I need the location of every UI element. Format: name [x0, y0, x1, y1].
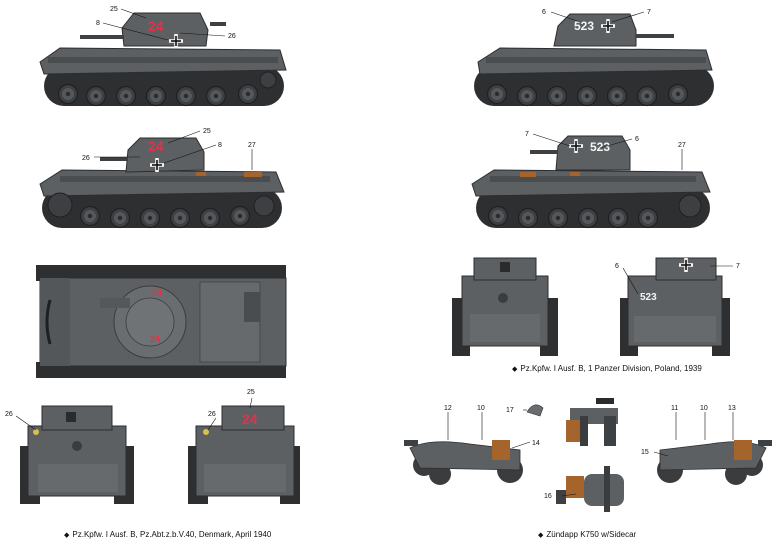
callout-6: 6	[542, 9, 546, 16]
top-number-red-a: 24	[152, 288, 162, 298]
callout-6b: 6	[635, 136, 639, 143]
caption-poland-text: Pz.Kpfw. I Ausf. B, 1 Panzer Division, P…	[520, 364, 702, 373]
caption-zundapp-text: Zündapp K750 w/Sidecar	[546, 530, 637, 539]
turret-number-white: 523	[574, 19, 594, 33]
caption-denmark-text: Pz.Kpfw. I Ausf. B, Pz.Abt.z.b.V.40, Den…	[72, 530, 272, 539]
turret-number-white-2: 523	[590, 140, 610, 154]
callout-27b: 27	[678, 142, 686, 149]
callout-13: 13	[728, 405, 736, 412]
callouts-top-right: 6 7	[542, 9, 651, 23]
tank-side-view-left-second: 24	[39, 137, 285, 229]
turret-number-red: 24	[148, 18, 164, 34]
callout-11: 11	[671, 405, 678, 412]
callout-7c: 7	[736, 263, 740, 270]
callout-26b: 26	[82, 155, 90, 162]
callout-12: 12	[444, 405, 452, 412]
motorcycle-side-left	[404, 440, 523, 485]
helmet-detail	[523, 404, 544, 417]
callout-6c: 6	[615, 263, 619, 270]
callout-26d: 26	[208, 411, 216, 418]
top-number-red-b: 24	[150, 334, 160, 344]
caption-bullet-2: ◆	[64, 532, 70, 539]
caption-bullet: ◆	[512, 366, 518, 373]
tank-rear-view-denmark: 24	[188, 405, 300, 504]
callout-27: 27	[248, 142, 256, 149]
caption-poland: ◆Pz.Kpfw. I Ausf. B, 1 Panzer Division, …	[512, 364, 702, 373]
callout-8b: 8	[218, 142, 222, 149]
callout-7b: 7	[525, 131, 529, 138]
caption-denmark: ◆Pz.Kpfw. I Ausf. B, Pz.Abt.z.b.V.40, De…	[64, 530, 271, 539]
tank-front-view-denmark	[20, 405, 134, 504]
callout-10b: 10	[700, 405, 708, 412]
tank-rear-view-poland: 523	[620, 257, 730, 356]
tank-side-view-right-second: 523	[471, 135, 711, 229]
callout-26: 26	[228, 33, 236, 40]
callouts-second-left: 25 26 8 27	[82, 128, 256, 170]
callout-8: 8	[96, 20, 100, 27]
turret-number-red-2: 24	[148, 138, 164, 154]
callouts-row3-right: 6 7	[615, 263, 740, 295]
callout-25b: 25	[203, 128, 211, 135]
callout-7: 7	[647, 9, 651, 16]
tank-front-view-poland	[452, 257, 558, 356]
callout-14: 14	[532, 440, 540, 447]
callouts-second-right: 7 6 27	[525, 131, 686, 170]
callouts-zundapp: 12 10 17 14 16 11 10 13 15	[444, 405, 736, 500]
tank-side-view-right-top: 523	[474, 13, 714, 107]
motorcycle-top	[556, 466, 624, 512]
callout-15: 15	[641, 449, 649, 456]
rear-number-white: 523	[640, 292, 657, 303]
caption-zundapp: ◆Zündapp K750 w/Sidecar	[538, 530, 636, 539]
tank-side-view-left-top: 24	[39, 12, 287, 107]
rear-number-red: 24	[242, 411, 258, 427]
callout-17: 17	[506, 407, 514, 414]
callout-26c: 26	[5, 411, 13, 418]
tank-top-view: 24 24	[36, 265, 287, 378]
caption-bullet-3: ◆	[538, 532, 544, 539]
callout-16: 16	[544, 493, 552, 500]
callout-25c: 25	[247, 389, 255, 396]
callout-25: 25	[110, 6, 118, 13]
callout-10: 10	[477, 405, 485, 412]
motorcycle-front	[566, 398, 618, 446]
callouts-row4-left: 26 26 25	[5, 389, 255, 431]
motorcycle-side-right	[657, 440, 772, 485]
callouts-top-left: 25 8 26	[96, 6, 236, 41]
